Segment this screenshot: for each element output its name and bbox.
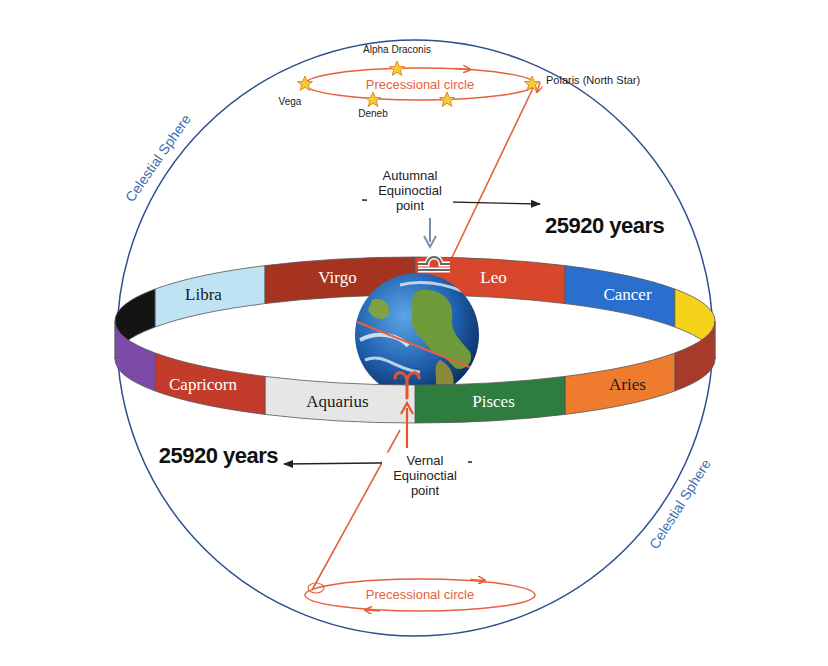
band-segment bbox=[265, 376, 415, 423]
circle-arrow bbox=[455, 69, 470, 70]
text-label: Celestial Sphere bbox=[646, 456, 714, 552]
zodiac-segment: Virgo bbox=[314, 267, 361, 290]
pointer-arrow bbox=[401, 403, 413, 448]
star bbox=[365, 92, 380, 107]
band-segment bbox=[675, 321, 715, 391]
celestial-sphere bbox=[117, 40, 713, 636]
text-label: Polaris (North Star) bbox=[546, 74, 640, 87]
text-label: 25920 years bbox=[159, 443, 278, 468]
zodiac-name: Cancer bbox=[603, 286, 651, 305]
star-group bbox=[297, 61, 539, 107]
precessional-circle bbox=[305, 68, 535, 100]
text-label: Autumnal Equinoctial point bbox=[367, 168, 453, 215]
band-segment bbox=[415, 376, 565, 423]
zodiac-segment: Capricorn bbox=[165, 374, 241, 397]
star bbox=[524, 76, 539, 91]
zodiac-band-front bbox=[115, 321, 715, 423]
land bbox=[368, 299, 389, 319]
libra-symbol bbox=[418, 257, 450, 270]
zodiac-name: Pisces bbox=[472, 393, 515, 412]
text-label: Precessional circle bbox=[366, 588, 474, 603]
zodiac-segment: Leo bbox=[476, 267, 511, 290]
libra-symbol-halo bbox=[418, 257, 450, 270]
precessional-circle bbox=[305, 579, 535, 611]
band-segment bbox=[155, 353, 265, 414]
circle-arrow bbox=[470, 580, 485, 581]
band-segment bbox=[565, 353, 675, 414]
earth-globe bbox=[352, 273, 482, 397]
text-label: Vernal Equinoctial point bbox=[382, 453, 468, 500]
text-label: Alpha Draconis bbox=[363, 44, 431, 56]
zodiac-name: Aries bbox=[609, 376, 646, 395]
zodiac-segment: Pisces bbox=[468, 391, 519, 414]
band-segment bbox=[565, 266, 675, 327]
zodiac-name: Virgo bbox=[318, 269, 356, 288]
text-label: Vega bbox=[279, 96, 302, 108]
text-label: Deneb bbox=[358, 108, 387, 120]
zodiac-segment: Aquarius bbox=[302, 391, 373, 414]
star bbox=[439, 92, 454, 107]
zodiac-name: Leo bbox=[480, 269, 506, 288]
earth-ocean bbox=[355, 273, 479, 397]
zodiac-segment: Aries bbox=[605, 374, 650, 397]
land bbox=[412, 290, 471, 369]
earth-surface bbox=[352, 282, 482, 396]
equator-line bbox=[352, 320, 482, 372]
zodiac-name: Libra bbox=[185, 286, 222, 305]
zodiac-segment: Cancer bbox=[599, 284, 656, 307]
text-label: 25920 years bbox=[545, 213, 664, 238]
zodiac-segment: Libra bbox=[181, 284, 226, 307]
text-label: Celestial Sphere bbox=[122, 111, 194, 204]
band-segment bbox=[115, 321, 155, 391]
band-segment bbox=[155, 266, 265, 327]
zodiac-name: Capricorn bbox=[169, 376, 237, 395]
zodiac-name: Aquarius bbox=[306, 393, 368, 412]
circle-arrow bbox=[365, 610, 380, 611]
text-label: Precessional circle bbox=[366, 78, 474, 93]
star bbox=[389, 61, 404, 76]
earth-axis bbox=[445, 84, 535, 272]
axis-loop bbox=[308, 583, 324, 593]
aries-symbol bbox=[395, 373, 419, 398]
cloud bbox=[400, 282, 465, 292]
cloud bbox=[365, 358, 420, 372]
star bbox=[297, 76, 312, 91]
pointer-arrow bbox=[424, 218, 436, 247]
